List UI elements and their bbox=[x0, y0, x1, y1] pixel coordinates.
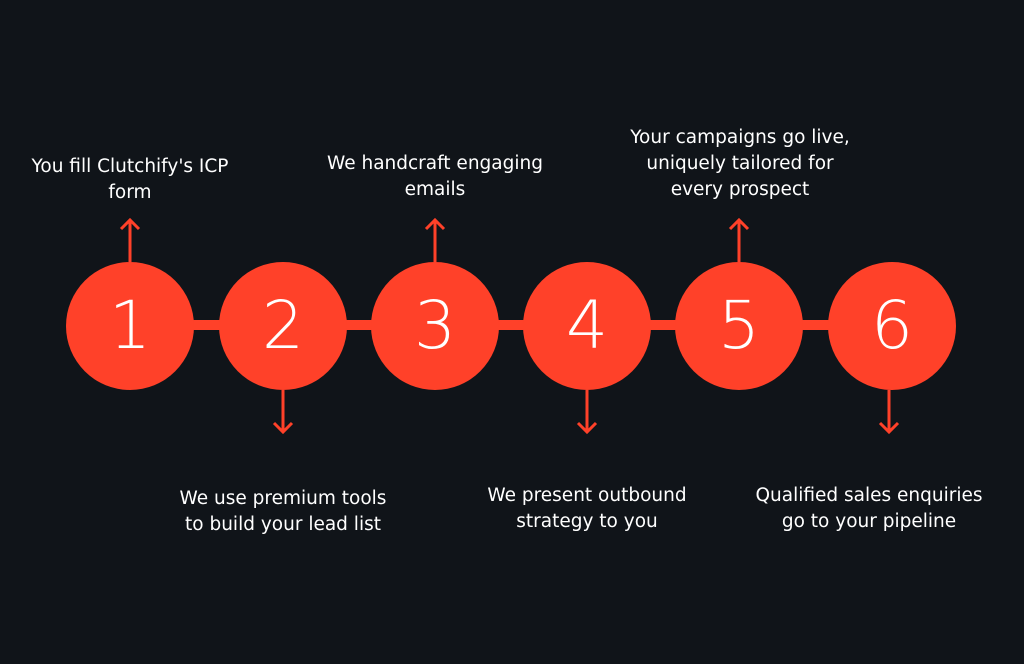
step-caption-5: Your campaigns go live, uniquely tailore… bbox=[630, 127, 850, 200]
step-number: 5 bbox=[718, 287, 760, 364]
step-circle-2: 2 bbox=[219, 262, 347, 390]
arrow-down-icon bbox=[575, 390, 599, 436]
step-circle-4: 4 bbox=[523, 262, 651, 390]
arrow-down-icon bbox=[271, 390, 295, 436]
step-caption-1: You fill Clutchify's ICP form bbox=[31, 156, 229, 203]
step-number: 1 bbox=[109, 287, 151, 364]
step-circle-6: 6 bbox=[828, 262, 956, 390]
step-number: 3 bbox=[414, 287, 456, 364]
connector-line bbox=[494, 320, 534, 330]
step-caption-6: Qualified sales enquiries go to your pip… bbox=[755, 485, 983, 532]
arrow-down-icon bbox=[877, 390, 901, 436]
step-number: 6 bbox=[871, 287, 913, 364]
connector-line bbox=[342, 320, 382, 330]
arrow-up-icon bbox=[423, 216, 447, 262]
step-circle-3: 3 bbox=[371, 262, 499, 390]
step-number: 4 bbox=[566, 287, 608, 364]
step-circle-5: 5 bbox=[675, 262, 803, 390]
step-circle-1: 1 bbox=[66, 262, 194, 390]
step-number: 2 bbox=[262, 287, 304, 364]
arrow-up-icon bbox=[118, 216, 142, 262]
step-caption-4: We present outbound strategy to you bbox=[487, 485, 687, 532]
connector-line bbox=[646, 320, 686, 330]
connector-line bbox=[798, 320, 838, 330]
connector-line bbox=[190, 320, 230, 330]
step-caption-3: We handcraft engaging emails bbox=[327, 153, 543, 200]
step-caption-2: We use premium tools to build your lead … bbox=[179, 488, 387, 535]
arrow-up-icon bbox=[727, 216, 751, 262]
